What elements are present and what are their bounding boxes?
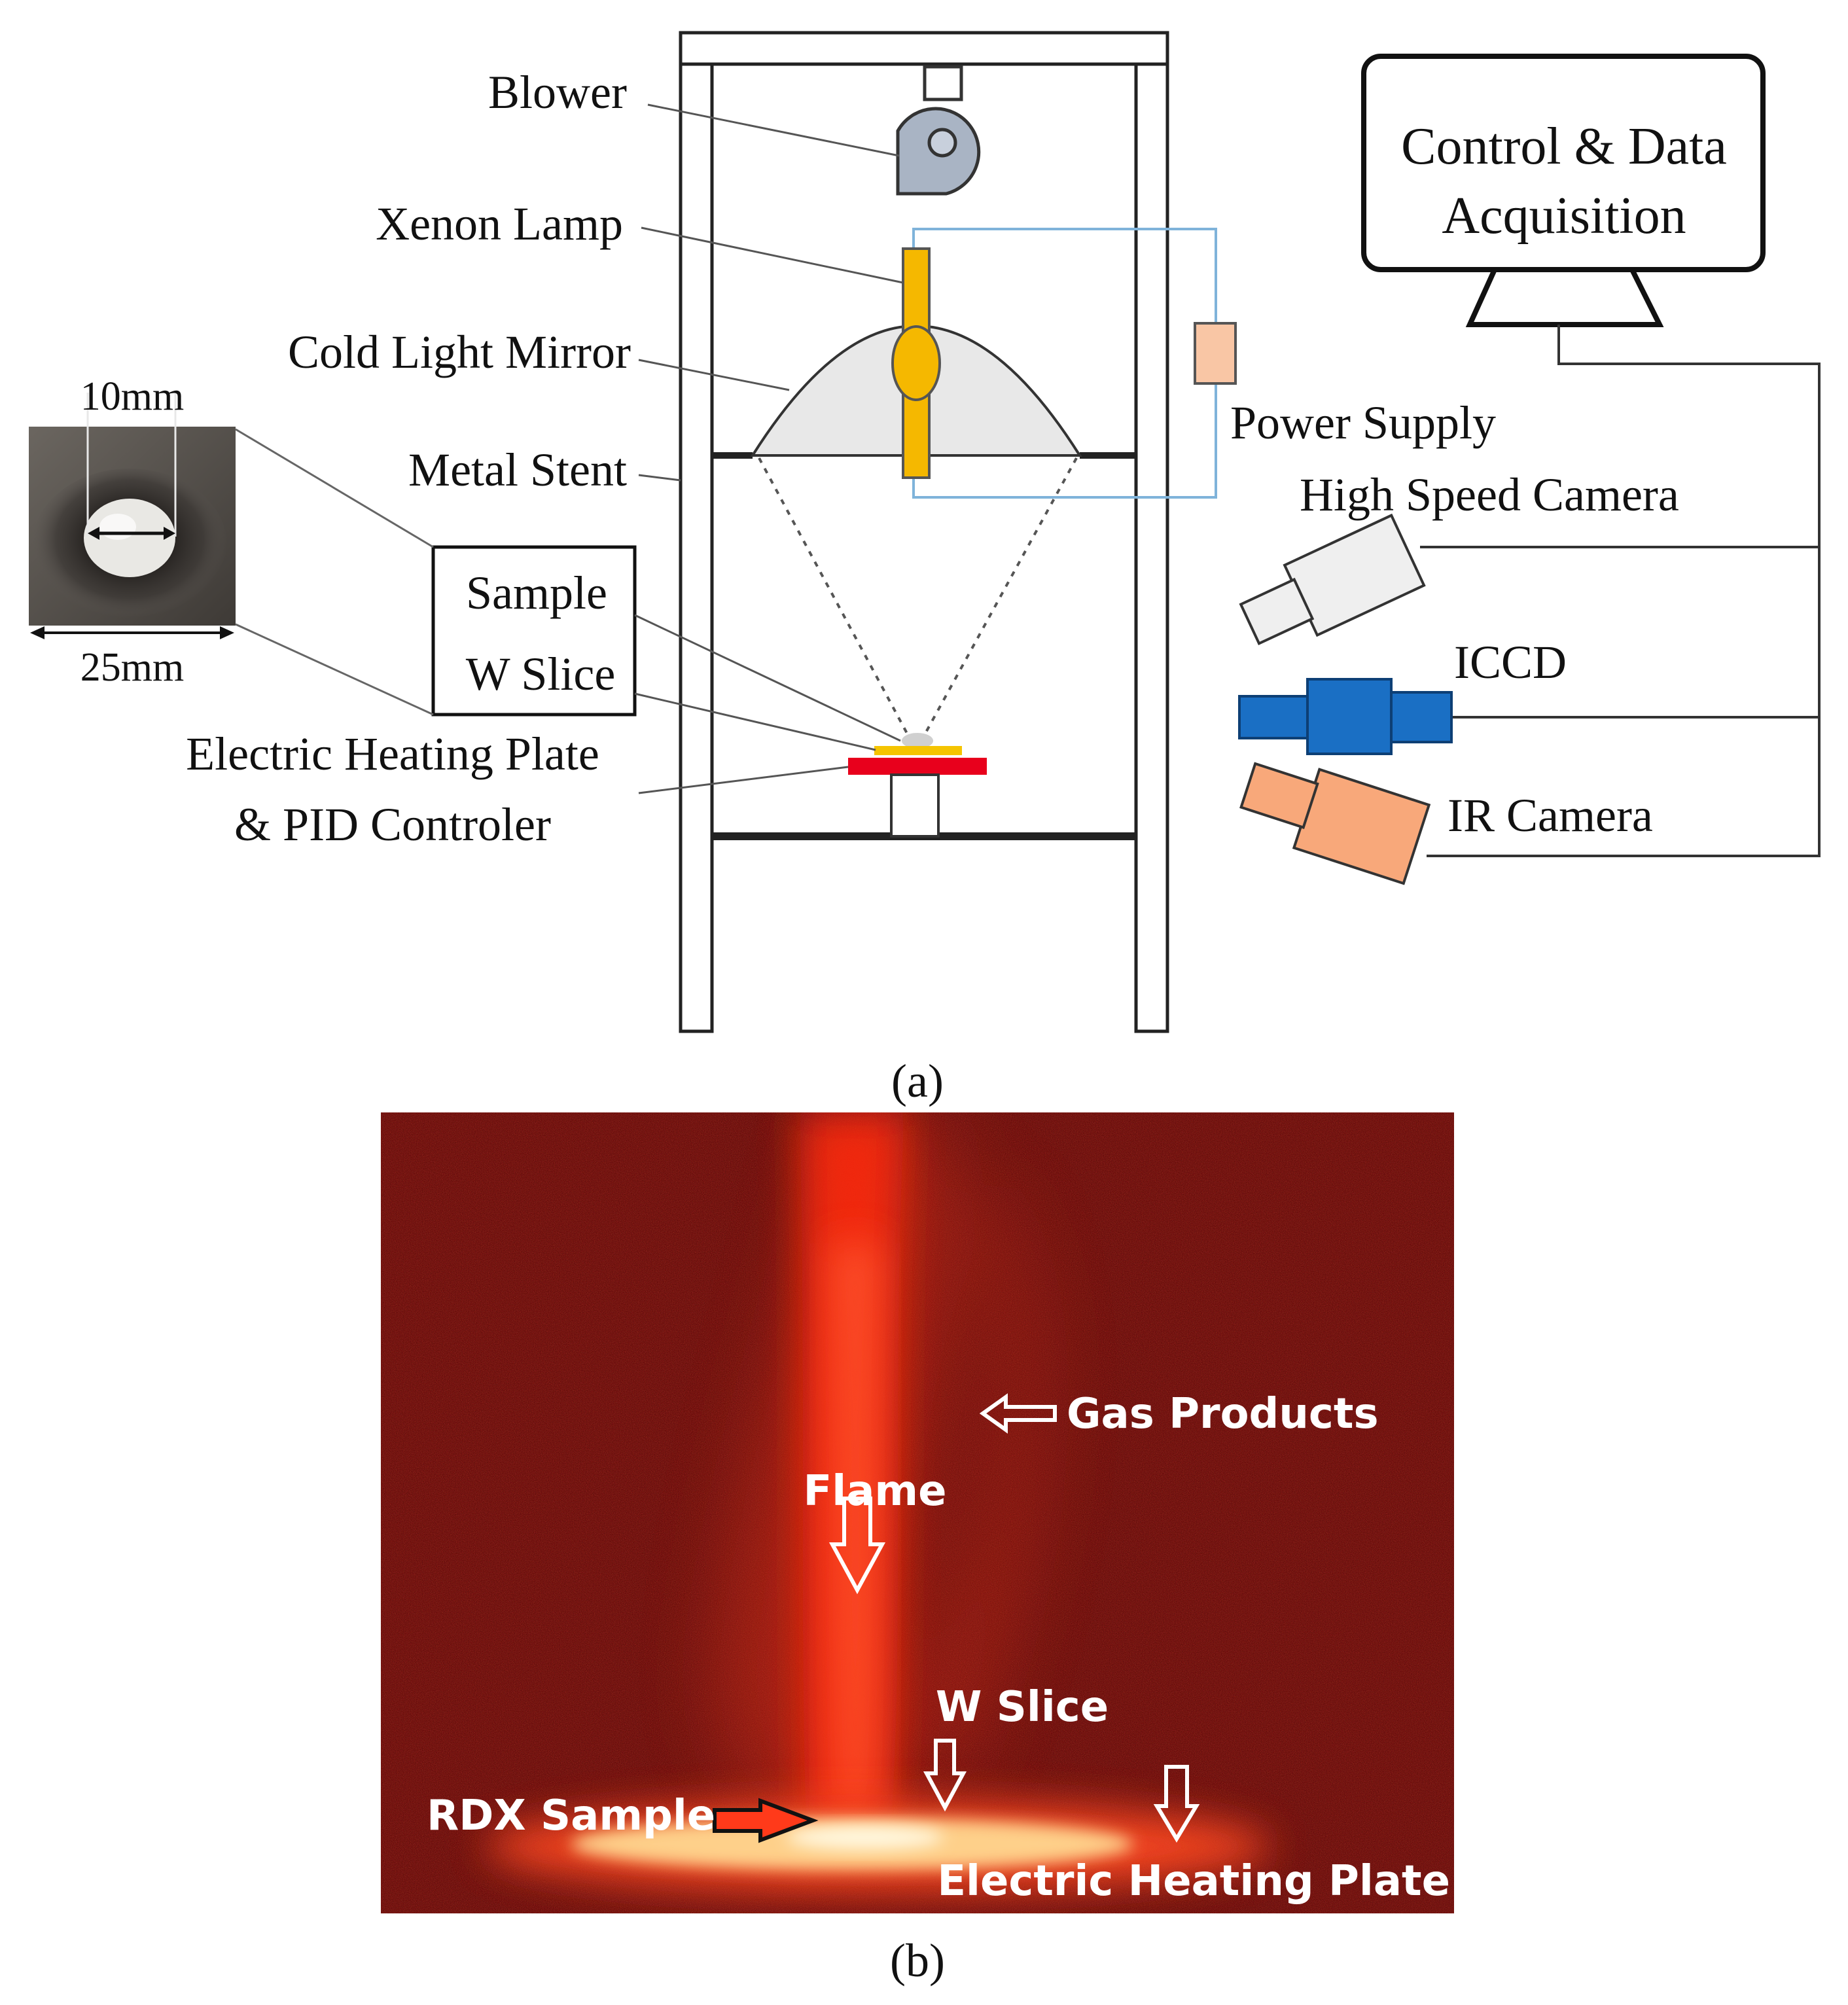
caption-a: (a) [891,1055,944,1107]
label-iccd: ICCD [1454,636,1567,688]
frame-top-bar [679,31,1169,66]
label-flame: Flame [804,1467,947,1516]
label-cold-light-mirror: Cold Light Mirror [288,326,631,378]
label-heating-plate-line1: Electric Heating Plate [186,728,599,780]
ir-camera-icon [1239,762,1431,885]
label-sample: Sample [466,567,607,619]
label-dim-25mm: 25mm [80,645,184,690]
panel-b: Gas Products Flame W Slice RDX Sample El… [381,1112,1454,1987]
data-cables [1420,325,1821,857]
sample-callout-box [431,545,637,717]
electric-heating-plate [848,758,987,775]
label-ir-camera: IR Camera [1448,789,1653,842]
label-power-supply: Power Supply [1230,397,1496,449]
label-heating-plate-line2: & PID Controler [234,798,551,851]
monitor-icon [1361,54,1766,327]
arrow-w-slice [923,1739,967,1812]
label-control-line1: Control & Data [1401,118,1727,175]
label-dim-10mm: 10mm [80,374,184,419]
rdx-sample-glow [787,1826,944,1849]
blower-icon [896,65,981,196]
iccd-camera-icon [1238,678,1453,755]
label-blower: Blower [488,66,627,118]
sample-photo [29,393,236,626]
label-high-speed-camera: High Speed Camera [1300,469,1679,521]
photo-to-box-line-bottom [235,623,434,716]
arrow-heating-plate [1153,1765,1200,1843]
label-w-slice: W Slice [466,648,616,700]
arrow-gas-products [979,1393,1057,1434]
label-rdx-sample: RDX Sample [427,1792,715,1840]
light-spot [902,733,933,749]
panel-a: Blower Xenon Lamp Cold Light Mirror Meta… [29,31,1821,1107]
photo-to-box-line-top [235,428,434,548]
label-xenon-lamp: Xenon Lamp [376,198,623,250]
label-heating-plate-b: Electric Heating Plate [937,1857,1450,1906]
heating-plate-support [890,773,940,838]
high-speed-camera-icon [1239,513,1426,646]
frame-left-post [679,62,714,1033]
label-metal-stent: Metal Stent [408,444,627,496]
label-gas-products: Gas Products [1067,1390,1379,1438]
arrow-rdx-sample [713,1798,819,1843]
w-slice-on-stage [874,746,962,755]
caption-b: (b) [890,1934,945,1987]
xenon-lamp-icon [891,247,941,479]
label-control-line2: Acquisition [1442,187,1686,245]
label-w-slice-b: W Slice [936,1683,1109,1731]
frame-right-post [1134,62,1169,1033]
arrow-flame [828,1497,886,1595]
metal-stent-frame [679,31,1169,1033]
power-supply-box [1194,322,1237,385]
leader-lines [634,103,904,794]
